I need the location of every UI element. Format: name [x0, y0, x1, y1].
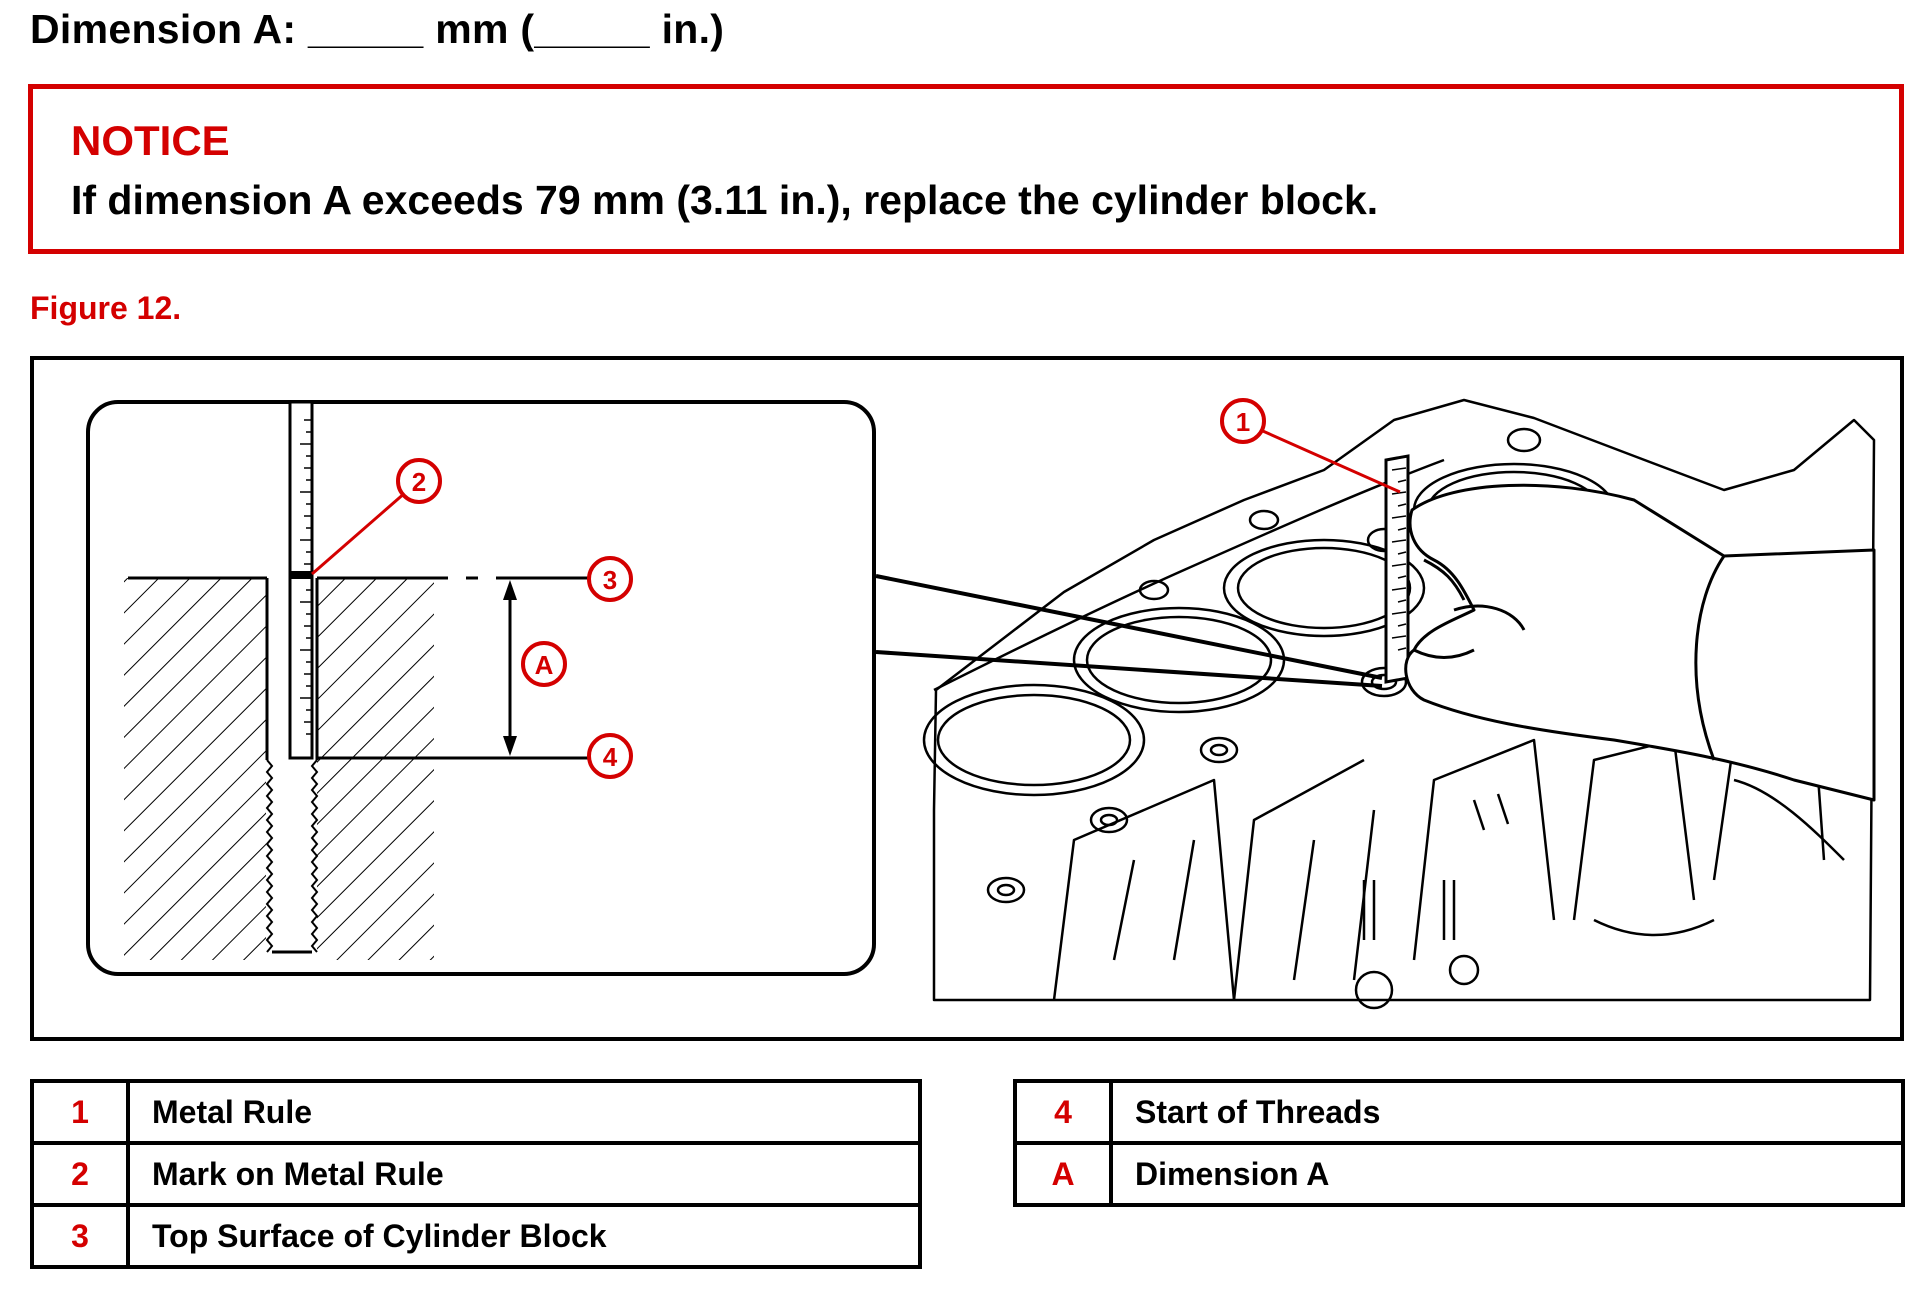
rule-tick-marks: [300, 419, 312, 735]
legend-key: 4: [1013, 1079, 1113, 1145]
legend-desc: Top Surface of Cylinder Block: [126, 1203, 922, 1269]
legend-row: 4 Start of Threads: [1013, 1079, 1905, 1145]
rule-mark: [290, 571, 312, 579]
legend-key: 2: [30, 1141, 130, 1207]
callout-1-label: 1: [1236, 407, 1250, 437]
legend-desc: Dimension A: [1109, 1141, 1905, 1207]
figure-label: Figure 12.: [30, 290, 182, 326]
callout-3-label: 3: [603, 565, 617, 595]
legend-table-left: 1 Metal Rule 2 Mark on Metal Rule 3 Top …: [30, 1079, 922, 1269]
inset-detail: [86, 400, 876, 976]
callout-3: 3: [587, 556, 633, 602]
threads-left: [265, 759, 274, 953]
legend-table-right: 4 Start of Threads A Dimension A: [1013, 1079, 1905, 1207]
callout-4-label: 4: [603, 742, 618, 772]
callout-4: 4: [587, 733, 633, 779]
callout-2: 2: [396, 458, 442, 504]
legend-key: 1: [30, 1079, 130, 1145]
notice-text: If dimension A exceeds 79 mm (3.11 in.),…: [71, 177, 1379, 223]
legend-row: 2 Mark on Metal Rule: [30, 1141, 922, 1207]
legend-row: 3 Top Surface of Cylinder Block: [30, 1203, 922, 1269]
legend-row: A Dimension A: [1013, 1141, 1905, 1207]
legend-desc: Mark on Metal Rule: [126, 1141, 922, 1207]
legend-key: 3: [30, 1203, 130, 1269]
callout-a: A: [521, 641, 567, 687]
notice-title: NOTICE: [71, 117, 230, 164]
hand-illustration: [1404, 483, 1876, 802]
figure-illustration: 2 3 4 A: [30, 356, 1904, 1041]
notice-box: NOTICE If dimension A exceeds 79 mm (3.1…: [28, 84, 1904, 254]
dimension-a-heading: Dimension A: _____ mm (_____ in.): [30, 6, 725, 52]
callout-a-label: A: [535, 650, 554, 680]
legend-row: 1 Metal Rule: [30, 1079, 922, 1145]
legend-desc: Metal Rule: [126, 1079, 922, 1145]
figure-drawing: 2 3 4 A: [86, 398, 1876, 1010]
callout-2-label: 2: [412, 467, 426, 497]
threads-right: [310, 759, 319, 953]
callout-1: 1: [1220, 398, 1266, 444]
metal-rule-inset: [288, 400, 314, 760]
legend-desc: Start of Threads: [1109, 1079, 1905, 1145]
legend-key: A: [1013, 1141, 1113, 1207]
